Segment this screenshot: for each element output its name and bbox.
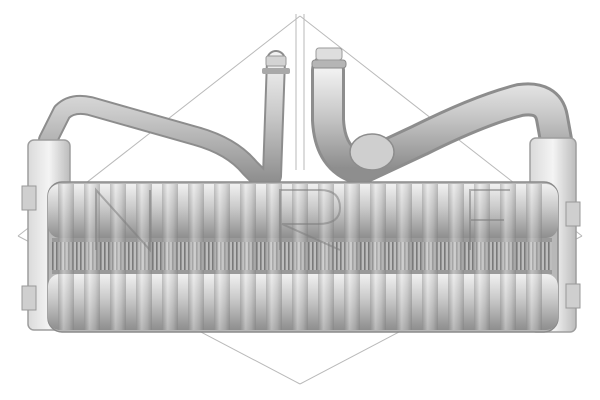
left-pipe xyxy=(38,50,290,192)
right-pipe xyxy=(311,47,573,185)
watermark-logo xyxy=(95,187,510,253)
evaporator-core xyxy=(47,181,559,333)
